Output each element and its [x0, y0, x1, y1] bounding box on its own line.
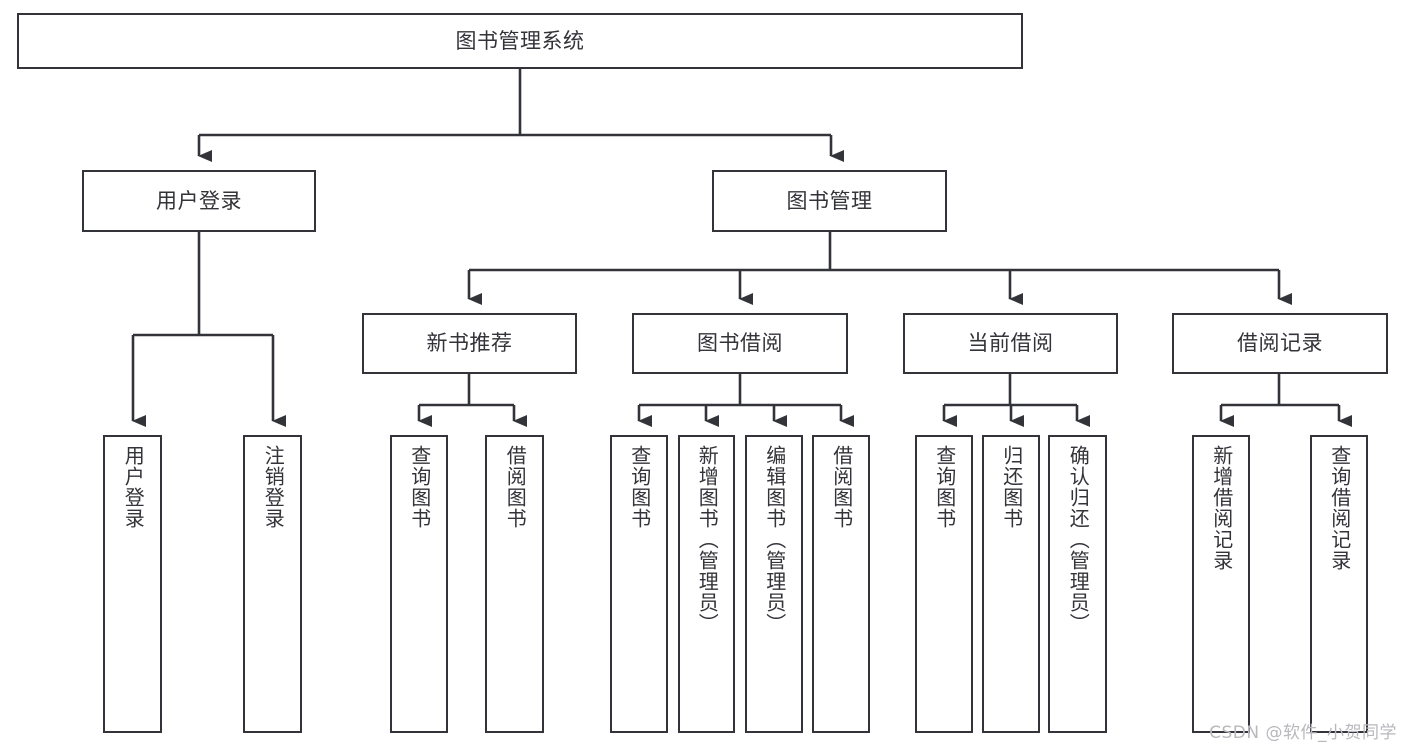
node-borrow-record-label: 借阅记录 [1237, 331, 1323, 356]
node-leaf-borrow-book-2-label: 借阅图书 [829, 445, 854, 529]
node-leaf-add-borrow-record[interactable]: 新增借阅记录 [1192, 435, 1250, 733]
node-borrow-record[interactable]: 借阅记录 [1172, 313, 1388, 374]
node-leaf-borrow-book-1-label: 借阅图书 [503, 445, 528, 529]
node-leaf-add-book[interactable]: 新增图书（管理员） [678, 435, 735, 733]
node-leaf-query-book-3[interactable]: 查询图书 [915, 435, 973, 733]
node-user-login[interactable]: 用户登录 [82, 170, 316, 232]
watermark-text: CSDN @软件_小贺同学 [1209, 723, 1397, 743]
node-leaf-user-logout[interactable]: 注销登录 [243, 435, 302, 733]
node-leaf-edit-book[interactable]: 编辑图书（管理员） [745, 435, 803, 733]
node-leaf-add-book-label: 新增图书（管理员） [695, 445, 720, 634]
node-leaf-query-book-3-label: 查询图书 [932, 445, 957, 529]
node-user-login-label: 用户登录 [156, 188, 242, 213]
node-leaf-borrow-book-2[interactable]: 借阅图书 [812, 435, 870, 733]
node-current-borrow-label: 当前借阅 [967, 331, 1054, 356]
node-leaf-query-book-1-label: 查询图书 [407, 445, 432, 529]
node-root-label: 图书管理系统 [455, 28, 585, 53]
node-new-book-recommend-label: 新书推荐 [426, 331, 513, 356]
node-leaf-add-borrow-record-label: 新增借阅记录 [1209, 445, 1234, 571]
node-leaf-confirm-return[interactable]: 确认归还（管理员） [1048, 435, 1107, 733]
node-leaf-borrow-book-1[interactable]: 借阅图书 [485, 435, 544, 733]
node-leaf-confirm-return-label: 确认归还（管理员） [1066, 445, 1091, 634]
node-book-borrow[interactable]: 图书借阅 [632, 313, 848, 374]
node-book-borrow-label: 图书借阅 [697, 331, 783, 356]
node-leaf-user-login-label: 用户登录 [121, 445, 146, 529]
node-current-borrow[interactable]: 当前借阅 [903, 313, 1118, 374]
node-book-manage-label: 图书管理 [786, 188, 873, 213]
node-leaf-user-login[interactable]: 用户登录 [103, 435, 162, 733]
node-leaf-edit-book-label: 编辑图书（管理员） [762, 445, 787, 634]
node-leaf-query-book-2-label: 查询图书 [627, 445, 652, 529]
node-leaf-user-logout-label: 注销登录 [261, 445, 286, 529]
node-leaf-query-book-2[interactable]: 查询图书 [610, 435, 668, 733]
node-book-manage[interactable]: 图书管理 [712, 170, 947, 232]
node-leaf-return-book-label: 归还图书 [999, 445, 1024, 529]
node-leaf-return-book[interactable]: 归还图书 [982, 435, 1040, 733]
node-leaf-query-borrow-record[interactable]: 查询借阅记录 [1310, 435, 1368, 733]
node-root[interactable]: 图书管理系统 [17, 13, 1023, 69]
node-leaf-query-borrow-record-label: 查询借阅记录 [1327, 445, 1352, 571]
node-leaf-query-book-1[interactable]: 查询图书 [390, 435, 448, 733]
node-new-book-recommend[interactable]: 新书推荐 [362, 313, 577, 374]
